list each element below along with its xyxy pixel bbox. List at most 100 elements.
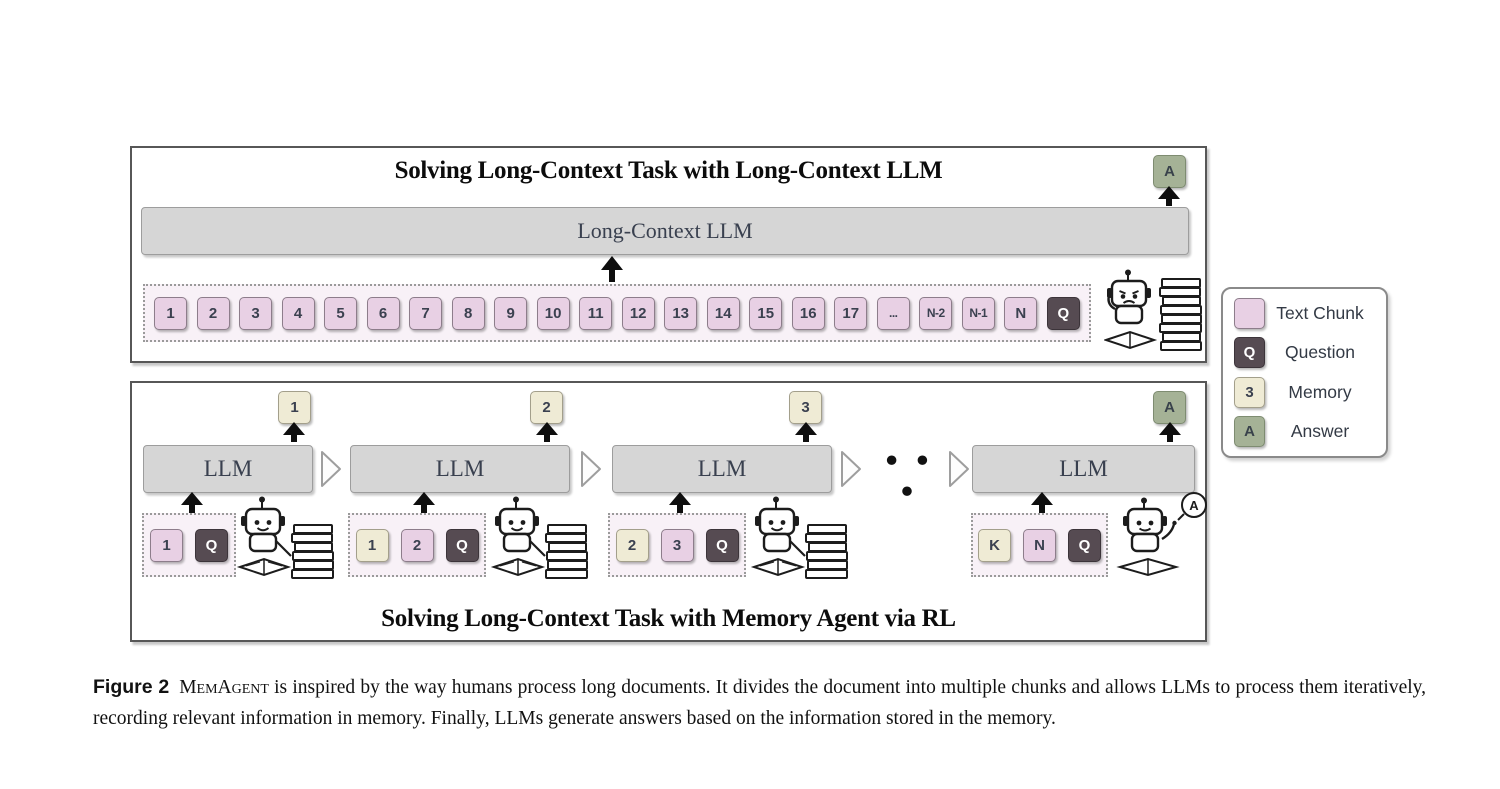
memory-chip: 3: [789, 391, 822, 424]
text-chunk-chip: 14: [706, 296, 740, 330]
arrow-up-icon: [795, 422, 817, 442]
answer-swatch: A: [1234, 415, 1265, 447]
book-stack-icon: [291, 524, 334, 579]
text-chunk-chip: 3: [239, 296, 273, 330]
robot-confused-icon: [1104, 269, 1202, 351]
caption-subject: MemAgent: [179, 677, 269, 698]
figure-caption: Figure 2 MemAgent is inspired by the way …: [93, 672, 1426, 734]
text-chunk-chip: 16: [791, 296, 825, 330]
chunk-swatch: [1234, 298, 1265, 329]
text-chunk-chip: 4: [281, 296, 315, 330]
arrow-up-icon: [413, 492, 435, 513]
memory-chip: 2: [615, 528, 649, 562]
text-chunk-chip: 1: [150, 528, 183, 562]
answer-chip: A: [1153, 155, 1186, 188]
text-chunk-chip: 13: [664, 296, 698, 330]
question-chip: Q: [445, 528, 479, 562]
legend-label: Answer: [1290, 420, 1350, 441]
text-chunk-chip: N-1: [961, 296, 995, 330]
top-panel-title: Solving Long-Context Task with Long-Cont…: [394, 157, 943, 184]
speech-bubble: A: [1177, 492, 1207, 521]
text-chunk-chip: N-2: [919, 296, 953, 330]
figure-label: Figure 2: [93, 676, 170, 698]
text-chunk-chip: N: [1004, 296, 1038, 330]
flow-triangle-icon: [321, 451, 341, 487]
memory-chip: K: [978, 528, 1011, 562]
ellipsis-dots: • • •: [883, 446, 933, 508]
text-chunk-chip: 9: [494, 296, 528, 330]
legend-label: Memory: [1288, 381, 1352, 402]
text-chunk-chip: 11: [579, 296, 613, 330]
arrow-up-icon: [1159, 422, 1181, 442]
question-chip: Q: [705, 528, 739, 562]
robot-writing-icon: [236, 496, 334, 579]
bubble-answer-label: A: [1189, 498, 1199, 513]
arrow-up-icon: [181, 492, 203, 513]
text-chunk-chip: 6: [366, 296, 400, 330]
arrow-up-icon: [536, 422, 558, 442]
flow-triangle-icon: [949, 451, 969, 487]
memory-agent-panel: 1 2 3 A LLM LLM LLM LLM • • •: [130, 381, 1207, 642]
llm-bar: LLM: [350, 445, 570, 493]
text-chunk-chip: N: [1023, 528, 1056, 562]
answer-chip: A: [1153, 391, 1186, 424]
llm-bar: LLM: [143, 445, 313, 493]
memory-swatch: 3: [1234, 376, 1265, 408]
robot-answer-icon: A: [1116, 492, 1207, 577]
text-chunk-chip: 2: [400, 528, 434, 562]
robot-body: [490, 496, 546, 577]
text-chunk-chip: 15: [749, 296, 783, 330]
book-stack-icon: [545, 524, 588, 579]
arrow-up-icon: [1158, 186, 1180, 206]
book-stack-icon: [1159, 278, 1202, 351]
llm-bar: LLM: [972, 445, 1195, 493]
flow-triangle-icon: [581, 451, 601, 487]
memory-chip: 2: [530, 391, 563, 424]
robot-body: [750, 496, 806, 577]
text-chunk-chip: 17: [834, 296, 868, 330]
text-chunk-chip: 2: [196, 296, 230, 330]
robot-body: [1104, 269, 1158, 350]
legend-row: Text Chunk: [1234, 298, 1375, 329]
question-chip: Q: [195, 528, 228, 562]
robot-body: [236, 496, 292, 577]
arrow-up-icon: [601, 256, 623, 282]
arrow-up-icon: [283, 422, 305, 442]
robot-writing-icon: [490, 496, 588, 579]
legend-row: 3 Memory: [1234, 376, 1375, 408]
robot-writing-icon: [750, 496, 848, 579]
flow-triangle-icon: [841, 451, 861, 487]
question-chip: Q: [1046, 296, 1080, 330]
text-chunk-chip: 8: [451, 296, 485, 330]
book-stack-icon: [805, 524, 848, 579]
long-context-llm-bar: Long-Context LLM: [141, 207, 1189, 255]
caption-text: is inspired by the way humans process lo…: [93, 677, 1427, 729]
question-chip: Q: [1068, 528, 1101, 562]
robot-body: [1116, 497, 1180, 577]
text-chunk-chip: 3: [660, 528, 694, 562]
arrow-up-icon: [1031, 492, 1053, 513]
legend-label: Text Chunk: [1276, 303, 1364, 323]
memory-chip: 1: [355, 528, 389, 562]
question-swatch: Q: [1234, 337, 1265, 369]
llm-bar: LLM: [612, 445, 832, 493]
text-chunk-chip: 5: [324, 296, 358, 330]
bottom-panel-title: Solving Long-Context Task with Memory Ag…: [381, 605, 956, 632]
text-chunk-chip: 12: [621, 296, 655, 330]
legend-row: Q Question: [1234, 337, 1375, 369]
memory-chip: 1: [278, 391, 311, 424]
legend-row: A Answer: [1234, 415, 1375, 447]
text-chunk-chip: 10: [536, 296, 570, 330]
text-chunk-chip: 1: [154, 296, 187, 330]
arrow-up-icon: [669, 492, 691, 513]
text-chunk-chip: 7: [409, 296, 443, 330]
legend-label: Question: [1284, 342, 1356, 363]
long-context-llm-panel: Solving Long-Context Task with Long-Cont…: [130, 146, 1207, 363]
